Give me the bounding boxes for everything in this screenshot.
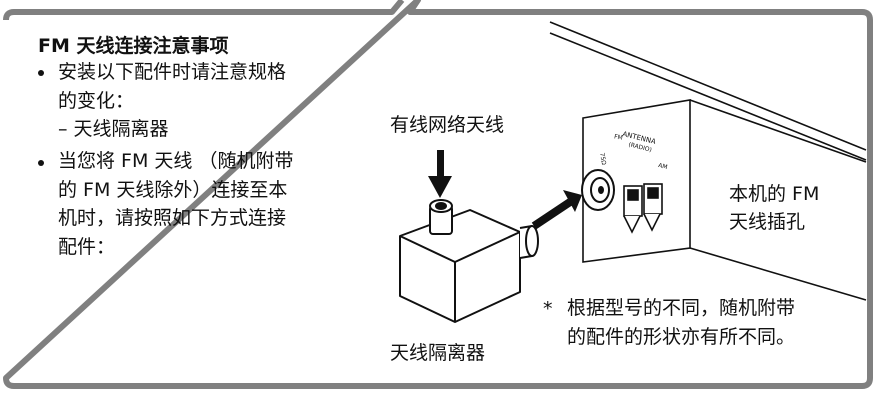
panel-fm: FM [613,133,624,142]
antenna-isolator-label: 天线隔离器 [390,342,486,364]
fm-jack-label-line2: 天线插孔 [729,211,806,233]
fm-jack-label-line1: 本机的 FM [729,183,820,205]
antenna-isolator-icon [399,199,539,323]
bullet-dot [38,160,44,166]
footnote-line2: 的配件的形状亦有所不同。 [567,326,796,348]
right-arrow-icon [531,190,582,230]
bullet-dot [38,70,44,76]
frame-border [3,0,873,389]
bullet2-line2: 的 FM 天线除外）连接至本 [58,179,288,201]
down-arrow-icon [428,150,452,198]
footnote-line1: 根据型号的不同，随机附带 [567,297,796,319]
footnote-marker: * [543,298,553,320]
fm-jack-icon [581,169,615,211]
am-terminal-icon [623,183,663,234]
bullet1-sub-item: – 天线隔离器 [58,118,169,140]
notice-title: FM 天线连接注意事项 [38,35,229,57]
cable-antenna-label: 有线网络天线 [390,114,505,136]
bullet1-line1: 安装以下配件时请注意规格 [58,61,287,83]
bullet2-line3: 机时，请按照如下方式连接 [58,207,287,229]
bullet1-line2: 的变化： [58,90,135,112]
receiver-outline [549,21,867,301]
bullet2-line4: 配件： [58,236,116,258]
panel-ohm: 75Ω [598,152,608,166]
bullet2-line1: 当您将 FM 天线 （随机附带 [58,150,294,172]
